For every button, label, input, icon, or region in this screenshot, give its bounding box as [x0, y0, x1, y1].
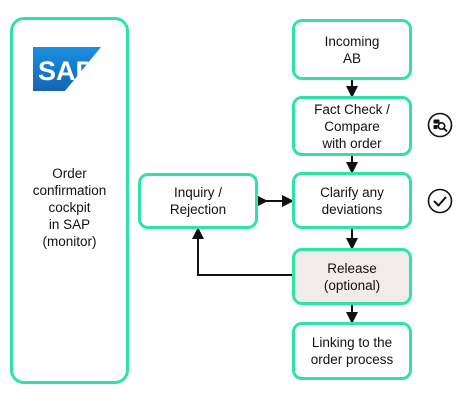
- sap-cockpit-label: Order confirmation cockpit in SAP (monit…: [32, 166, 107, 249]
- step-clarify: Clarify any deviations: [292, 172, 412, 229]
- check-circle-icon: [427, 188, 453, 214]
- step-linking: Linking to the order process: [292, 322, 412, 380]
- arrow-release-to-inquiry: [192, 227, 292, 276]
- step-incoming: Incoming AB: [292, 19, 412, 80]
- sap-cockpit-panel: SAP Order confirmation cockpit in SAP (m…: [10, 17, 129, 384]
- inquiry-rejection: Inquiry / Rejection: [138, 173, 258, 229]
- sap-logo-text: SAP: [38, 56, 94, 86]
- step-release: Release (optional): [292, 248, 412, 305]
- search-document-icon: [427, 112, 453, 138]
- step-fact-check: Fact Check / Compare with order: [292, 96, 412, 156]
- sap-logo: SAP: [33, 47, 101, 91]
